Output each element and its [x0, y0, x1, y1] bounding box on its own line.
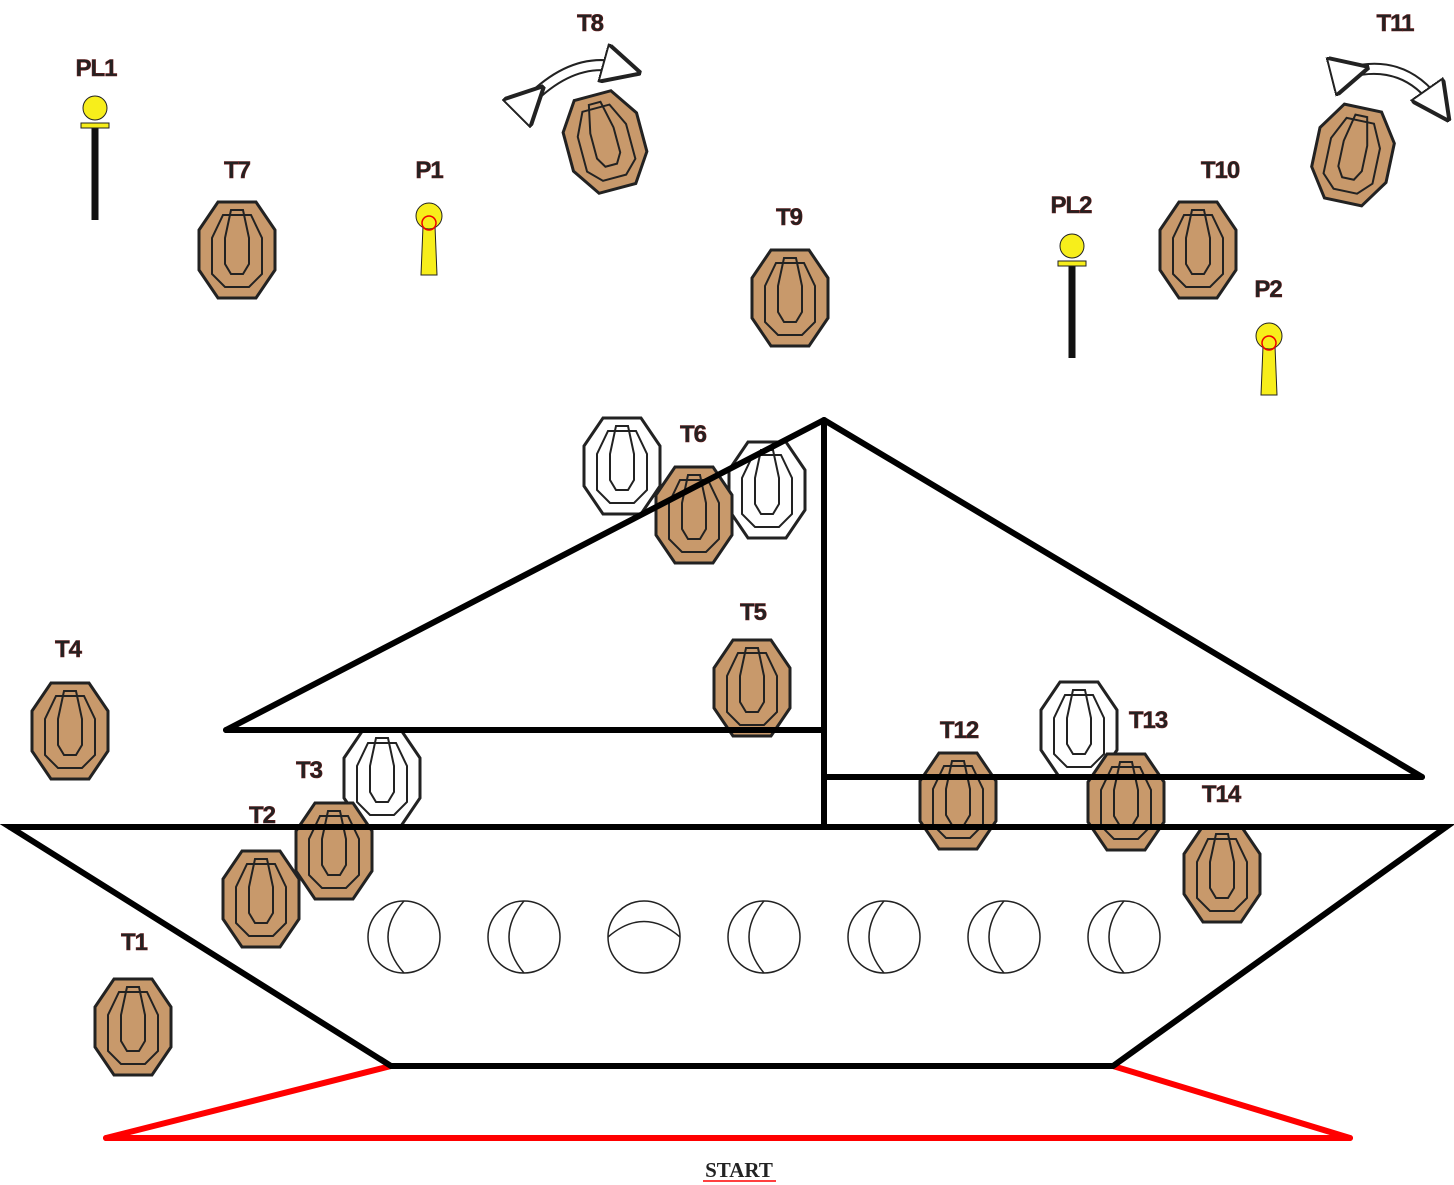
paper-target-icon	[1182, 824, 1262, 924]
popper-label: P2	[1254, 276, 1282, 303]
popper-label: P1	[415, 157, 443, 184]
paper-target-icon	[30, 681, 110, 781]
paper-target-icon	[554, 84, 656, 200]
target-label: T3	[296, 757, 323, 784]
plate-rack-icon	[1057, 233, 1087, 358]
paper-target-icon	[93, 977, 173, 1077]
no-shoot-target-icon	[582, 416, 662, 516]
start-label: START	[705, 1158, 773, 1182]
port-window-icon	[607, 900, 681, 974]
port-window-icon	[967, 900, 1041, 974]
paper-target-icon	[221, 849, 301, 949]
target-label: T2	[249, 802, 276, 829]
target-label: T11	[1376, 10, 1414, 37]
paper-target-icon	[1086, 752, 1166, 852]
paper-target-icon	[750, 248, 830, 348]
target-label: T5	[740, 599, 767, 626]
popper-icon	[415, 202, 443, 276]
target-label: T10	[1201, 157, 1240, 184]
plate-label: PL1	[75, 55, 117, 82]
target-label: T6	[680, 421, 707, 448]
paper-target-icon	[197, 200, 277, 300]
paper-target-icon	[654, 465, 734, 565]
swing-arrows	[530, 65, 1438, 105]
labels: T1 T2 T3 T4 T5 T6 T7 T8 T9 T10 T11 T12 T…	[55, 10, 1416, 1182]
port-window-icon	[727, 900, 801, 974]
paper-target-icon	[294, 801, 374, 901]
left-sail-edge	[223, 417, 827, 733]
paper-target-icon	[918, 751, 998, 851]
shoot-targets	[30, 84, 1402, 1077]
target-label: T12	[940, 717, 979, 744]
target-label: T14	[1202, 781, 1242, 808]
target-label: T8	[577, 10, 604, 37]
swing-arrow-icon	[1350, 69, 1438, 105]
swing-arrow-icon	[530, 65, 622, 100]
fault-line-left	[103, 1063, 394, 1141]
right-sail-edge	[821, 417, 1425, 780]
target-label: T4	[55, 636, 83, 663]
port-windows	[367, 900, 1161, 974]
port-window-icon	[367, 900, 441, 974]
plate-label: PL2	[1050, 192, 1092, 219]
paper-target-icon	[1158, 200, 1238, 300]
target-label: T9	[776, 204, 803, 231]
target-label: T13	[1129, 707, 1168, 734]
fault-lines	[103, 1063, 1353, 1141]
paper-target-icon	[712, 638, 792, 738]
target-label: T1	[121, 929, 148, 956]
no-shoot-targets	[342, 416, 1119, 828]
no-shoot-target-icon	[727, 440, 807, 540]
paper-target-icon	[1304, 98, 1402, 212]
plate-rack-icon	[80, 95, 110, 220]
port-window-icon	[847, 900, 921, 974]
target-label: T7	[224, 157, 251, 184]
popper-icon	[1255, 322, 1283, 396]
boat-sails	[7, 417, 1449, 830]
port-window-icon	[487, 900, 561, 974]
fault-line-right	[1110, 1063, 1353, 1141]
port-window-icon	[1087, 900, 1161, 974]
